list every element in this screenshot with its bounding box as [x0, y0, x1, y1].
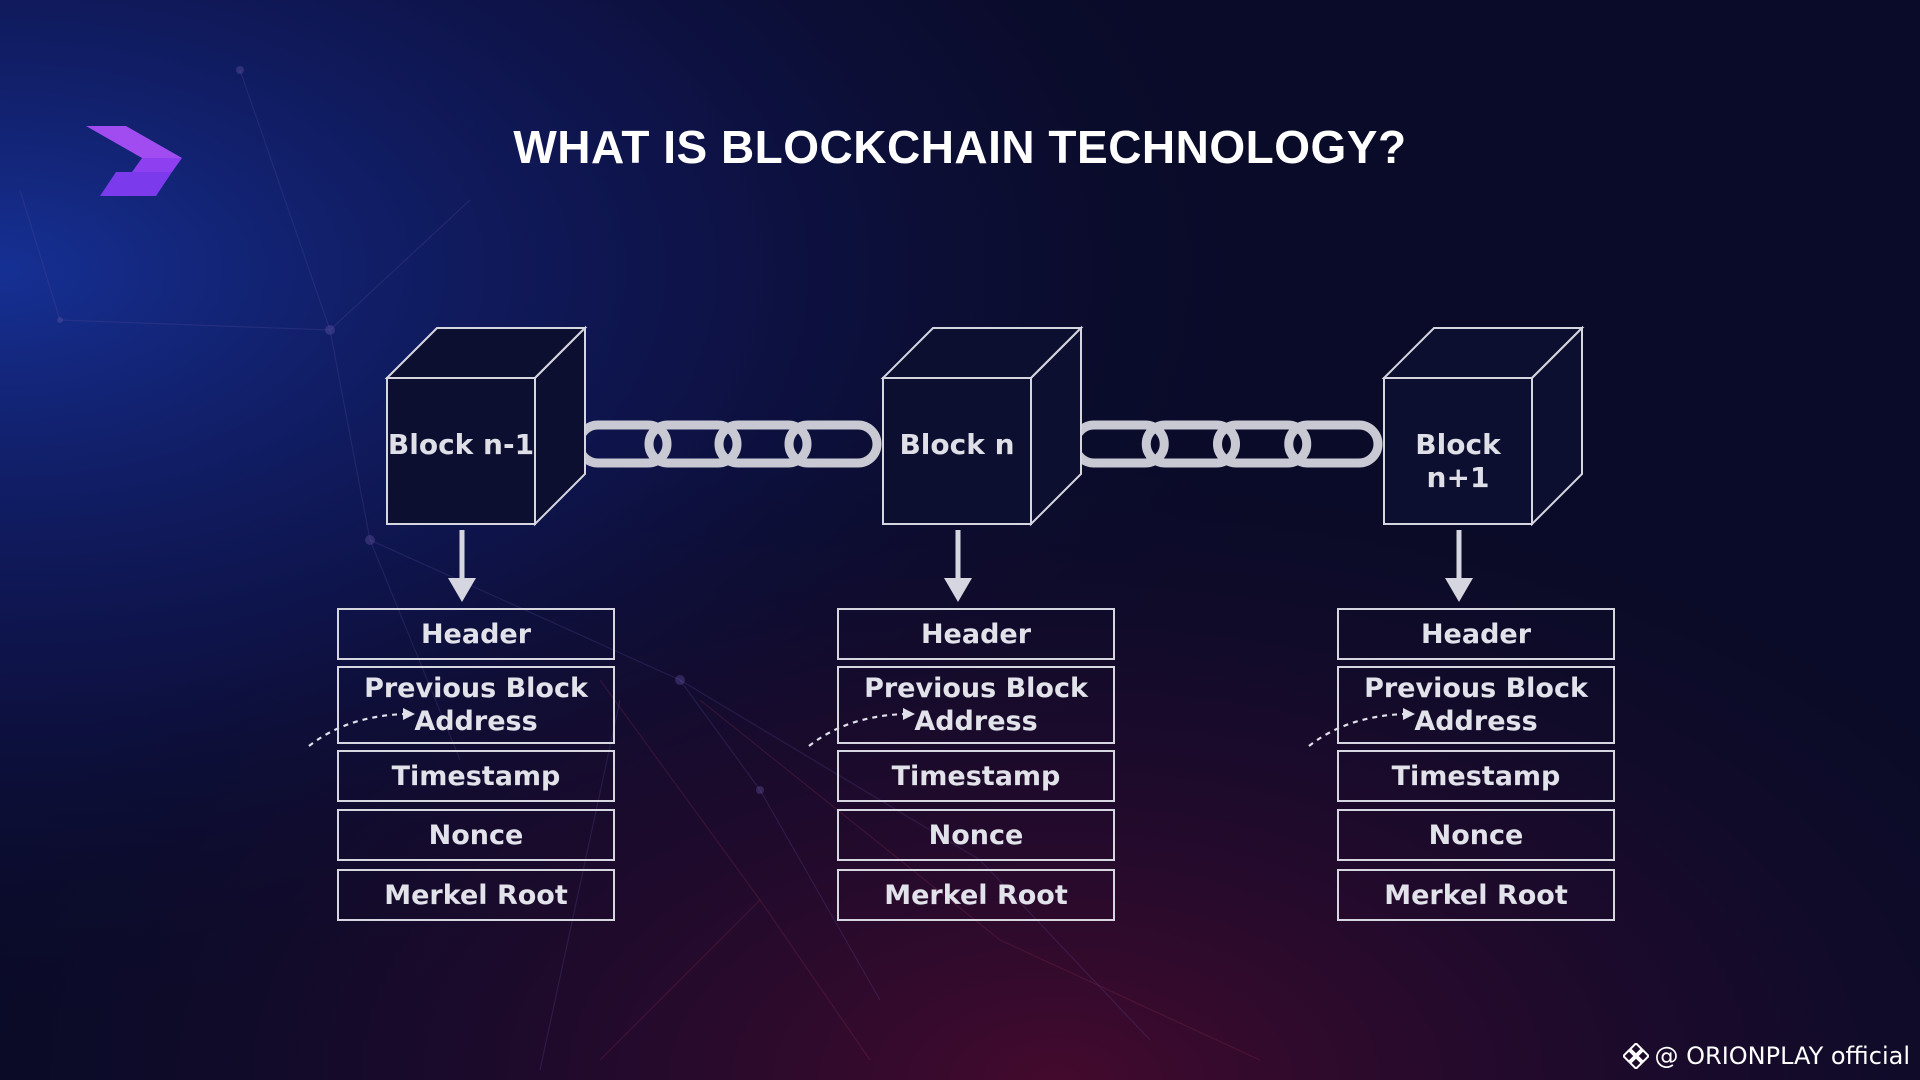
prev-link-arrowhead-2	[1403, 708, 1415, 720]
chain-link-1-2	[1213, 420, 1312, 468]
block-2-field-4: Merkel Root	[1337, 869, 1615, 921]
down-arrow-head-1	[944, 578, 972, 602]
block-1-field-2: Timestamp	[837, 750, 1115, 802]
chain-link-0-2	[714, 420, 812, 468]
page-title: WHAT IS BLOCKCHAIN TECHNOLOGY?	[513, 121, 1407, 173]
cube-front-2	[1383, 377, 1533, 525]
block-1-field-1: Previous Block Address	[837, 666, 1115, 744]
block-label-2: Block n+1	[1415, 428, 1501, 494]
block-0-field-3: Nonce	[337, 809, 615, 861]
block-1-field-0: Header	[837, 608, 1115, 660]
block-label-0: Block n-1	[387, 428, 535, 461]
block-0-field-0: Header	[337, 608, 615, 660]
block-2-field-2: Timestamp	[1337, 750, 1615, 802]
chain-link-0-3	[784, 420, 882, 468]
cube-front-1	[882, 377, 1032, 525]
chain-link-1-3	[1284, 420, 1383, 468]
block-0-field-1: Previous Block Address	[337, 666, 615, 744]
credit-text: @ ORIONPLAY official	[1654, 1042, 1910, 1070]
block-label-1: Block n	[899, 428, 1015, 461]
cube-front-0	[386, 377, 536, 525]
prev-link-dashed-0	[308, 712, 406, 747]
prev-link-arrowhead-0	[403, 708, 415, 720]
prev-link-arrowhead-1	[903, 708, 915, 720]
credit: @ ORIONPLAY official	[1622, 1042, 1910, 1070]
down-arrow-head-2	[1445, 578, 1473, 602]
brand-logo-icon	[86, 126, 182, 196]
block-1-field-4: Merkel Root	[837, 869, 1115, 921]
prev-link-dashed-2	[1308, 712, 1406, 747]
block-2-field-1: Previous Block Address	[1337, 666, 1615, 744]
down-arrow-head-0	[448, 578, 476, 602]
block-2-field-3: Nonce	[1337, 809, 1615, 861]
block-2-field-0: Header	[1337, 608, 1615, 660]
chain-link-0-1	[644, 420, 742, 468]
block-0-field-4: Merkel Root	[337, 869, 615, 921]
prev-link-dashed-1	[808, 712, 906, 747]
chain-link-1-1	[1141, 420, 1240, 468]
block-0-field-2: Timestamp	[337, 750, 615, 802]
diamond-logo-icon	[1622, 1043, 1649, 1069]
block-1-field-3: Nonce	[837, 809, 1115, 861]
